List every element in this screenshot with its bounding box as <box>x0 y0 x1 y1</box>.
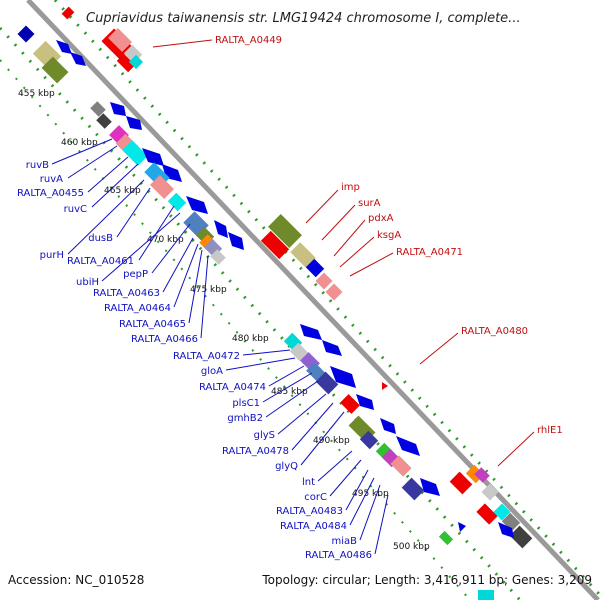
gene-label-glyS: glyS <box>254 430 275 441</box>
gene-label-RALTA_A0486: RALTA_A0486 <box>305 550 372 561</box>
label-leaders-blue <box>51 138 389 555</box>
gene-label-miaB: miaB <box>331 536 357 547</box>
gene-label-RALTA_A0478: RALTA_A0478 <box>222 446 289 457</box>
gene-label-ksgA: ksgA <box>377 230 401 241</box>
gene-label-RALTA_A0463: RALTA_A0463 <box>93 288 160 299</box>
gene-label-ruvB: ruvB <box>26 160 49 171</box>
tick-470-kbp: 470 kbp <box>147 235 184 245</box>
gene-label-pepP: pepP <box>123 269 148 280</box>
gene-label-RALTA_A0465: RALTA_A0465 <box>119 319 186 330</box>
gene-label-RALTA_A0483: RALTA_A0483 <box>276 506 343 517</box>
gene-label-RALTA_A0455: RALTA_A0455 <box>17 188 84 199</box>
tick-480-kbp: 480 kbp <box>232 334 269 344</box>
gene-label-dusB: dusB <box>88 233 113 244</box>
inner-ring-dots <box>0 26 522 600</box>
gene-label-corC: corC <box>304 492 327 503</box>
tick-495-kbp: 495 kbp <box>352 489 389 499</box>
gene-label-ruvA: ruvA <box>40 174 63 185</box>
map-title: Cupriavidus taiwanensis str. LMG19424 ch… <box>86 11 521 26</box>
tick-500-kbp: 500 kbp <box>393 542 430 552</box>
gene-label-ruvC: ruvC <box>64 204 87 215</box>
gene-label-RALTA_A0472: RALTA_A0472 <box>173 351 240 362</box>
gene-label-glyQ: glyQ <box>275 461 298 472</box>
gene-label-pdxA: pdxA <box>368 213 394 224</box>
accession-text: Accession: NC_010528 <box>8 573 145 587</box>
gene-label-imp: imp <box>341 182 360 193</box>
tick-460-kbp: 460 kbp <box>61 138 98 148</box>
gene-label-RALTA_A0466: RALTA_A0466 <box>131 334 198 345</box>
gene-label-rhlE1: rhlE1 <box>537 425 563 436</box>
tick-475-kbp: 475 kbp <box>190 285 227 295</box>
label-leaders-red <box>152 39 535 467</box>
gene-label-RALTA_A0461: RALTA_A0461 <box>67 256 134 267</box>
tick-455-kbp: 455 kbp <box>18 89 55 99</box>
gene-label-gloA: gloA <box>201 366 223 377</box>
tick-490-kbp: 490 kbp <box>313 436 350 446</box>
gene-label-surA: surA <box>358 198 381 209</box>
gene-label-RALTA_A0471: RALTA_A0471 <box>396 247 463 258</box>
gene-label-gmhB2: gmhB2 <box>227 413 263 424</box>
forward-strand-genes <box>17 25 533 600</box>
gene-label-RALTA_A0449: RALTA_A0449 <box>215 35 282 46</box>
gene-label-lnt: lnt <box>302 477 315 488</box>
tick-485-kbp: 485 kbp <box>271 387 308 397</box>
gene-label-purH: purH <box>40 250 64 261</box>
genome-backbone <box>26 0 600 600</box>
reverse-strand-genes <box>61 6 499 525</box>
tick-465-kbp: 465 kbp <box>104 186 141 196</box>
outer-ring-dots <box>53 0 600 597</box>
gene-label-RALTA_A0474: RALTA_A0474 <box>199 382 266 393</box>
gene-label-RALTA_A0464: RALTA_A0464 <box>104 303 171 314</box>
gene-label-ubiH: ubiH <box>76 277 99 288</box>
gene-label-RALTA_A0484: RALTA_A0484 <box>280 521 347 532</box>
topology-text: Topology: circular; Length: 3,416,911 bp… <box>262 573 592 587</box>
gene-label-RALTA_A0480: RALTA_A0480 <box>461 326 528 337</box>
gene-label-plsC1: plsC1 <box>232 398 260 409</box>
